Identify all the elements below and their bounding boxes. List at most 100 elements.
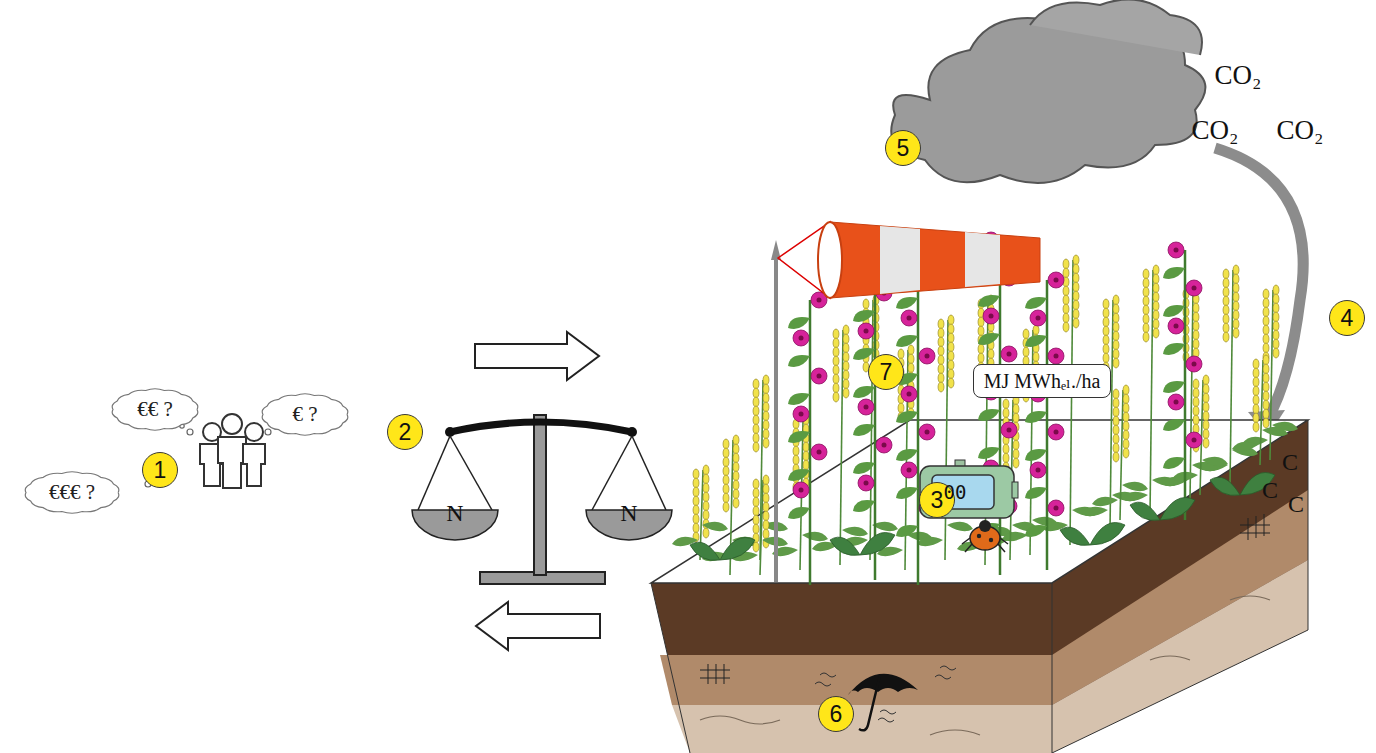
thought-bubble: € ? bbox=[260, 392, 350, 437]
node-text: 5 bbox=[897, 135, 910, 162]
clover-leaf bbox=[690, 538, 755, 561]
flower-spike bbox=[763, 375, 769, 385]
mallow-flower bbox=[925, 354, 930, 359]
flower-spike bbox=[753, 497, 759, 507]
flower-spike bbox=[733, 462, 739, 472]
leaf bbox=[788, 507, 810, 519]
flower-spike bbox=[1203, 438, 1209, 448]
flower-spike bbox=[733, 471, 739, 481]
flower-spike bbox=[1273, 330, 1279, 340]
flower-spike bbox=[1153, 328, 1159, 338]
leaf bbox=[1163, 457, 1185, 469]
mallow-flower bbox=[1001, 346, 1017, 362]
flower-spike bbox=[1063, 259, 1069, 269]
plant-stem bbox=[945, 320, 948, 560]
flower-spike bbox=[1153, 319, 1159, 329]
flower-spike bbox=[1013, 404, 1019, 414]
flower-spike bbox=[703, 492, 709, 502]
flower-spike bbox=[753, 442, 759, 452]
flower-spike bbox=[723, 448, 729, 458]
soil-block bbox=[651, 420, 1308, 753]
flower-spike bbox=[1273, 303, 1279, 313]
flower-spike bbox=[703, 465, 709, 475]
flower-spike bbox=[1203, 411, 1209, 421]
plant-stem bbox=[1260, 360, 1263, 465]
flower-spike bbox=[1203, 420, 1209, 430]
leaf bbox=[1025, 297, 1047, 309]
flower-spike bbox=[1103, 317, 1109, 327]
flower-spike bbox=[948, 324, 954, 334]
flower-spike bbox=[1143, 278, 1149, 288]
flower-spike bbox=[693, 487, 699, 497]
flower-spike bbox=[1013, 458, 1019, 468]
flower-spike bbox=[753, 424, 759, 434]
mallow-flower bbox=[882, 443, 887, 448]
flower-spike bbox=[833, 338, 839, 348]
flower-spike bbox=[1063, 313, 1069, 323]
mallow-flower bbox=[864, 405, 869, 410]
flower-spike bbox=[723, 475, 729, 485]
flower-spike bbox=[1143, 269, 1149, 279]
clover-leaf bbox=[1130, 498, 1195, 521]
thought-bubble: €€€ ? bbox=[23, 470, 121, 515]
flower-spike bbox=[693, 469, 699, 479]
balance-scale bbox=[412, 415, 672, 584]
flower-spike bbox=[1153, 301, 1159, 311]
mallow-flower bbox=[1054, 278, 1059, 283]
flower-spike bbox=[1263, 409, 1269, 419]
leaf bbox=[1025, 335, 1047, 347]
mallow-flower bbox=[1192, 438, 1197, 443]
flower-spike bbox=[763, 484, 769, 494]
flower-spike bbox=[753, 388, 759, 398]
flower-spike bbox=[1193, 330, 1199, 340]
mallow-flower bbox=[799, 412, 804, 417]
flower-spike bbox=[733, 480, 739, 490]
flower-spike bbox=[1253, 413, 1259, 423]
flower-spike bbox=[733, 489, 739, 499]
leaf bbox=[853, 500, 875, 512]
mallow-flower bbox=[919, 348, 935, 364]
mallow-flower bbox=[925, 430, 930, 435]
flower-spike bbox=[1193, 339, 1199, 349]
flower-spike bbox=[1143, 323, 1149, 333]
flower-spike bbox=[978, 353, 984, 363]
leaf bbox=[788, 317, 810, 329]
flower-spike bbox=[1223, 278, 1229, 288]
flower-spike bbox=[1233, 328, 1239, 338]
flower-spike bbox=[843, 388, 849, 398]
flower-spike bbox=[693, 478, 699, 488]
gas-label: CO₂ bbox=[1215, 60, 1262, 91]
flower-spike bbox=[1003, 453, 1009, 463]
flower-spike bbox=[833, 383, 839, 393]
plant-stem bbox=[1120, 390, 1123, 520]
flower-spike bbox=[1223, 269, 1229, 279]
mallow-flower bbox=[1168, 318, 1184, 334]
flower-spike bbox=[1233, 274, 1239, 284]
flower-spike bbox=[1073, 264, 1079, 274]
flower-spike bbox=[1073, 309, 1079, 319]
flower-spike bbox=[1073, 273, 1079, 283]
flower-spike bbox=[1113, 407, 1119, 417]
flower-spike bbox=[763, 411, 769, 421]
flower-spike bbox=[1263, 364, 1269, 374]
node-text: MJ MWhₑₗ./ha bbox=[984, 369, 1101, 393]
flower-spike bbox=[763, 529, 769, 539]
mallow-flower bbox=[1048, 500, 1064, 516]
flower-spike bbox=[1193, 379, 1199, 389]
flower-spike bbox=[1113, 349, 1119, 359]
ladybird bbox=[962, 520, 1008, 552]
flower-spike bbox=[1123, 421, 1129, 431]
flower-spike bbox=[1233, 310, 1239, 320]
node-text: 6 bbox=[830, 701, 843, 728]
plant-stem bbox=[1150, 270, 1153, 515]
leaf bbox=[1163, 419, 1185, 431]
node-text: €€ ? bbox=[137, 397, 173, 422]
flower-spike bbox=[863, 299, 869, 309]
flower-spike bbox=[948, 351, 954, 361]
mallow-flower bbox=[1030, 310, 1046, 326]
flower-spike bbox=[703, 474, 709, 484]
nutrient-label: N bbox=[446, 500, 463, 527]
mallow-stem bbox=[809, 300, 812, 585]
mallow-flower bbox=[1186, 356, 1202, 372]
